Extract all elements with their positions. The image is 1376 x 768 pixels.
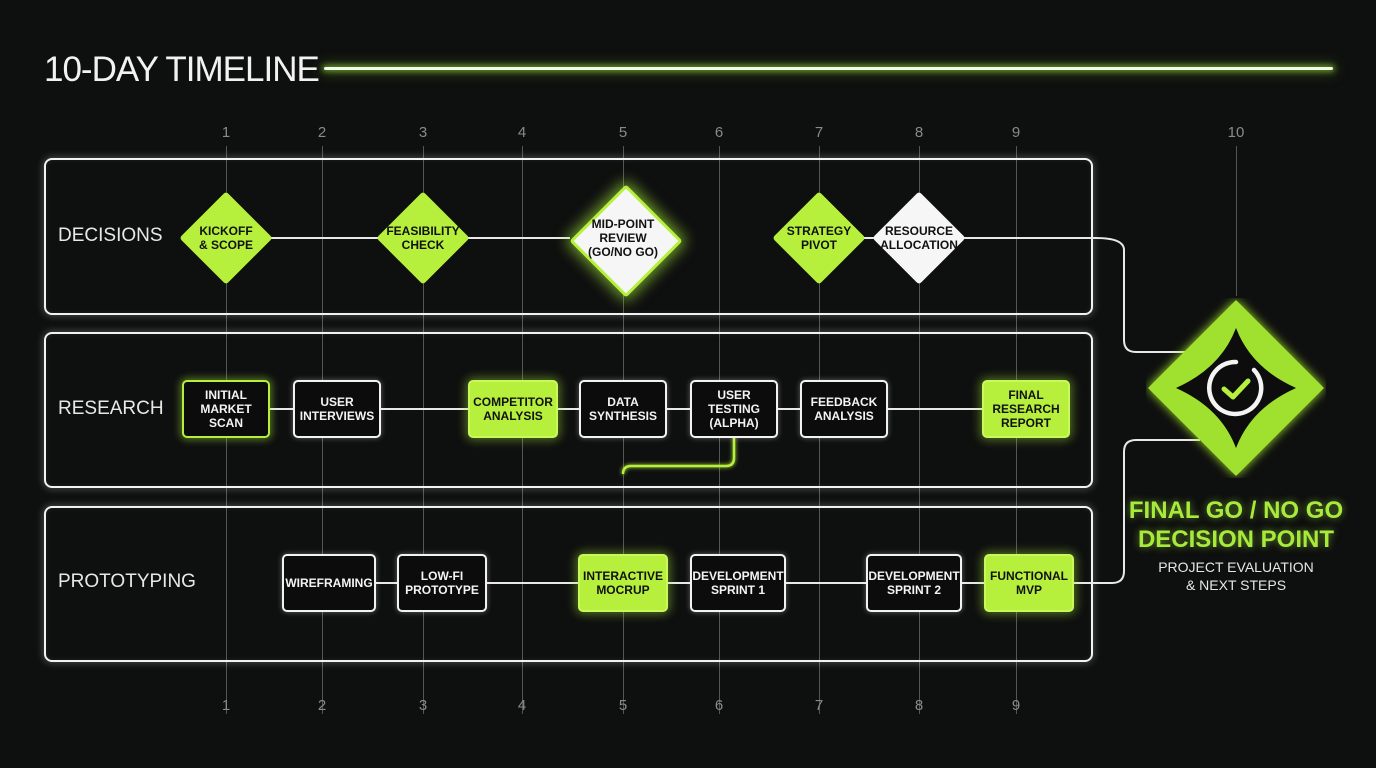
research-node[interactable]: USER INTERVIEWS: [293, 380, 381, 438]
prototyping-node-label: FUNCTIONAL MVP: [990, 569, 1068, 597]
check-circle-icon: [1206, 359, 1264, 417]
prototyping-node-label: INTERACTIVE MOCRUP: [582, 569, 663, 597]
day-label-bottom: 2: [317, 697, 327, 714]
research-node-label: USER TESTING (ALPHA): [707, 388, 760, 430]
lane-label-research: RESEARCH: [58, 398, 164, 419]
day-gridline: [919, 146, 920, 714]
day-gridline: [1236, 146, 1237, 296]
research-node[interactable]: FEEDBACK ANALYSIS: [800, 380, 888, 438]
day-label-bottom: 4: [517, 697, 527, 714]
day-label-top: 7: [814, 124, 824, 141]
decisions-to-final-line: [1095, 237, 1200, 353]
research-node[interactable]: FINAL RESEARCH REPORT: [982, 380, 1070, 438]
final-decision-diamond[interactable]: [1146, 298, 1326, 478]
lane-label-prototyping: PROTOTYPING: [58, 571, 196, 592]
day-label-top: 2: [317, 124, 327, 141]
research-node-label: COMPETITOR ANALYSIS: [473, 395, 553, 423]
page-title: 10-DAY TIMELINE: [44, 50, 320, 89]
research-node[interactable]: COMPETITOR ANALYSIS: [468, 380, 558, 438]
prototyping-node[interactable]: LOW-FI PROTOTYPE: [397, 554, 487, 612]
day-label-top: 10: [1227, 124, 1245, 141]
prototyping-node[interactable]: DEVELOPMENT SPRINT 1: [690, 554, 786, 612]
day-label-bottom: 3: [418, 697, 428, 714]
day-label-top: 4: [517, 124, 527, 141]
day-label-bottom: 9: [1011, 697, 1021, 714]
decision-node[interactable]: KICKOFF & SCOPE: [179, 191, 273, 285]
prototyping-node[interactable]: FUNCTIONAL MVP: [984, 554, 1074, 612]
decision-label: KICKOFF & SCOPE: [198, 224, 253, 252]
research-node[interactable]: INITIAL MARKET SCAN: [182, 380, 270, 438]
day-label-bottom: 5: [618, 697, 628, 714]
day-label-top: 9: [1011, 124, 1021, 141]
research-node[interactable]: USER TESTING (ALPHA): [690, 380, 778, 438]
testing-to-mockup-line: [621, 437, 736, 475]
final-decision-subtitle: PROJECT EVALUATION & NEXT STEPS: [1158, 559, 1314, 593]
day-label-bottom: 8: [914, 697, 924, 714]
research-node-label: USER INTERVIEWS: [299, 395, 375, 423]
prototyping-node-label: WIREFRAMING: [285, 576, 373, 590]
decision-label: MID-POINT REVIEW (GO/NO GO): [588, 217, 658, 259]
decision-node[interactable]: STRATEGY PIVOT: [772, 191, 866, 285]
day-label-top: 8: [914, 124, 924, 141]
day-label-top: 5: [618, 124, 628, 141]
decision-node[interactable]: MID-POINT REVIEW (GO/NO GO): [569, 184, 683, 298]
decision-node[interactable]: RESOURCE ALLOCATION: [872, 191, 966, 285]
prototyping-node[interactable]: DEVELOPMENT SPRINT 2: [866, 554, 962, 612]
day-label-bottom: 7: [814, 697, 824, 714]
research-node-label: INITIAL MARKET SCAN: [200, 388, 252, 430]
prototyping-node-label: LOW-FI PROTOTYPE: [405, 569, 479, 597]
prototyping-node[interactable]: INTERACTIVE MOCRUP: [578, 554, 668, 612]
research-node-label: DATA SYNTHESIS: [588, 395, 657, 423]
day-gridline: [423, 146, 424, 714]
title-rule: [324, 67, 1333, 70]
day-label-top: 6: [714, 124, 724, 141]
research-node[interactable]: DATA SYNTHESIS: [579, 380, 667, 438]
decision-label: STRATEGY PIVOT: [786, 224, 852, 252]
prototyping-to-final-line: [1074, 439, 1200, 584]
decision-label: RESOURCE ALLOCATION: [880, 224, 958, 252]
day-label-top: 3: [418, 124, 428, 141]
lane-label-decisions: DECISIONS: [58, 225, 163, 246]
prototyping-node-label: DEVELOPMENT SPRINT 2: [868, 569, 960, 597]
decision-label: FEASIBILITY CHECK: [386, 224, 460, 252]
decision-node[interactable]: FEASIBILITY CHECK: [376, 191, 470, 285]
prototyping-node[interactable]: WIREFRAMING: [282, 554, 376, 612]
day-label-bottom: 1: [221, 697, 231, 714]
final-decision-title: FINAL GO / NO GO DECISION POINT: [1128, 497, 1344, 553]
lane-decisions: [44, 158, 1093, 315]
research-node-label: FINAL RESEARCH REPORT: [992, 388, 1060, 430]
day-label-top: 1: [221, 124, 231, 141]
final-diamond-shape: [1148, 300, 1324, 476]
research-node-label: FEEDBACK ANALYSIS: [810, 395, 878, 423]
prototyping-node-label: DEVELOPMENT SPRINT 1: [692, 569, 784, 597]
day-label-bottom: 6: [714, 697, 724, 714]
